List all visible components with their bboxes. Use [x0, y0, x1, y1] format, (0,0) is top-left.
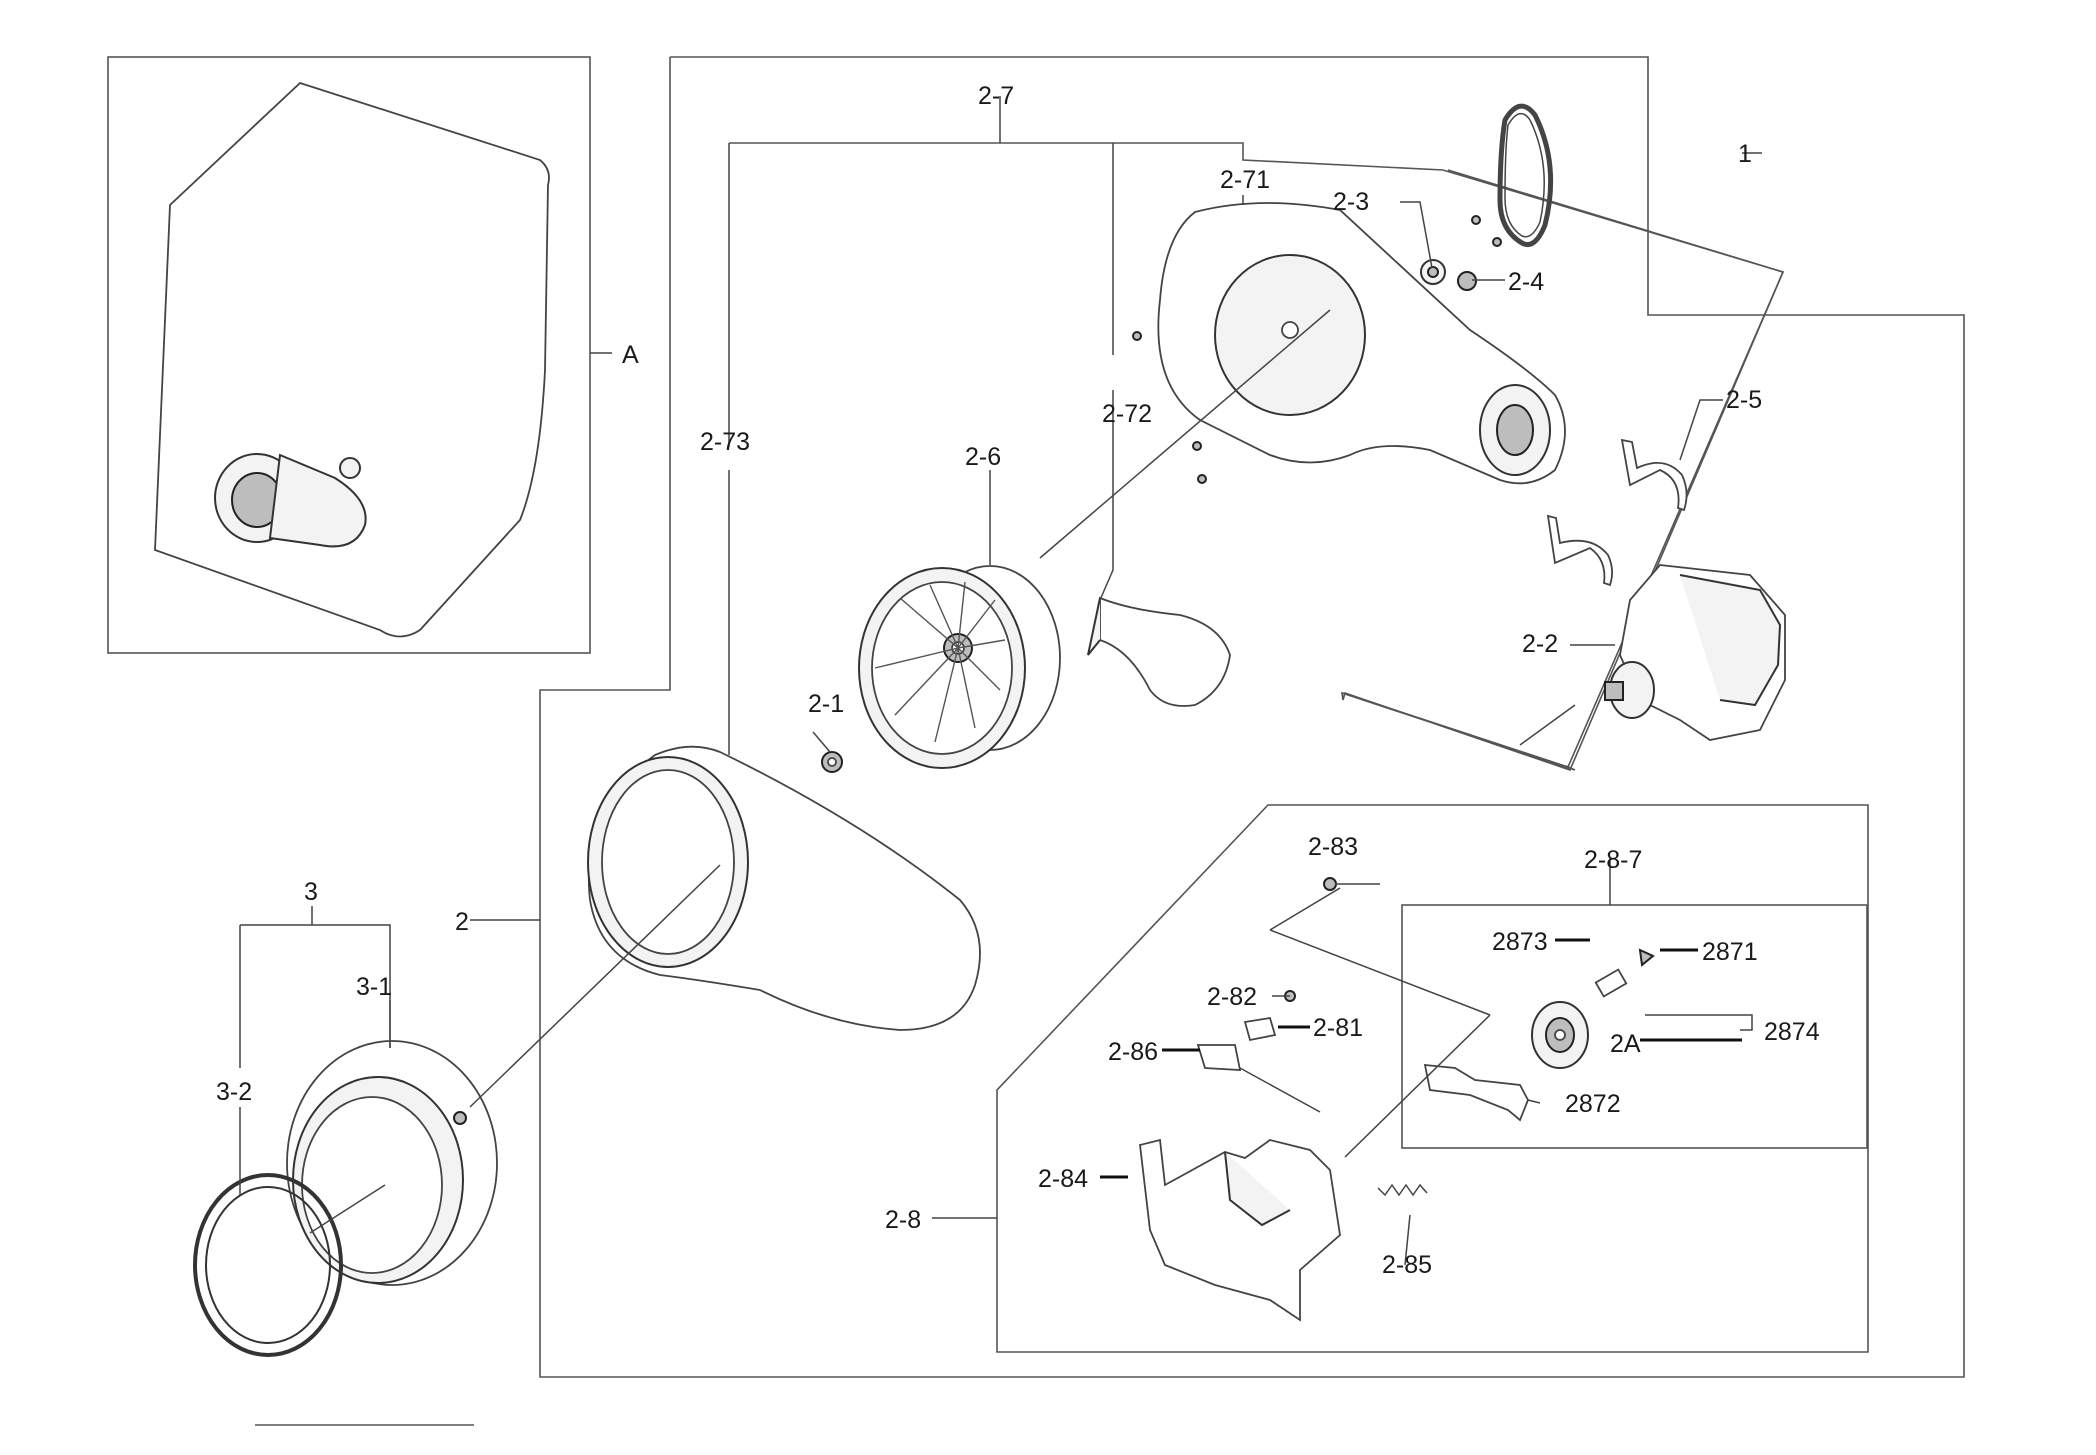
label-2873: 2873 [1492, 928, 1548, 956]
assembly-2-frame [539, 56, 1965, 1378]
part-2872-arm [1423, 1063, 1529, 1122]
assembly-a-frame [107, 56, 591, 654]
assembly-2-8-7-frame [1401, 904, 1868, 1149]
housing-screws [1132, 215, 1502, 484]
assembly-2-8-frame [996, 804, 1869, 1353]
rear-blower-housing-part [1157, 202, 1566, 485]
label-2: 2 [455, 908, 469, 936]
part-2-83-screw [1323, 877, 1337, 891]
label-2-3: 2-3 [1333, 188, 1369, 216]
label-2-81: 2-81 [1313, 1014, 1363, 1042]
label-3-2: 3-2 [216, 1078, 252, 1106]
label-3-1: 3-1 [356, 973, 392, 1001]
label-2A: 2A [1610, 1030, 1641, 1058]
part-3-2-seal [193, 1173, 343, 1357]
part-2-86-bracket [1196, 1044, 1242, 1071]
motor-group-outline [1342, 169, 1785, 768]
part-2-84-bracket [1139, 1138, 1341, 1322]
part-labels: A 1 2 2-1 2-2 2-3 2-4 2-5 2-6 2-7 2-71 2… [216, 82, 1820, 1279]
label-A: A [622, 341, 639, 369]
part-3-1-duct [286, 1040, 498, 1286]
part-2-2-motor [1604, 564, 1786, 741]
leader-lines [239, 96, 1762, 1266]
label-2-8: 2-8 [885, 1206, 921, 1234]
label-2872: 2872 [1565, 1090, 1621, 1118]
part-2-3-idler [1420, 259, 1446, 285]
belt-part [1497, 103, 1554, 247]
label-2-8-7: 2-8-7 [1584, 846, 1642, 874]
label-2-7: 2-7 [978, 82, 1014, 110]
label-2-73: 2-73 [700, 428, 750, 456]
label-3: 3 [304, 878, 318, 906]
label-2-72: 2-72 [1102, 400, 1152, 428]
part-2-5-clamps [1546, 438, 1688, 587]
label-2-82: 2-82 [1207, 983, 1257, 1011]
label-2-85: 2-85 [1382, 1251, 1432, 1279]
cabinet-illustration [154, 81, 550, 638]
label-2871: 2871 [1702, 938, 1758, 966]
label-2-84: 2-84 [1038, 1165, 1088, 1193]
label-2-86: 2-86 [1108, 1038, 1158, 1066]
label-2-83: 2-83 [1308, 833, 1358, 861]
part-2-1-nut [821, 751, 843, 773]
label-2874: 2874 [1764, 1018, 1820, 1046]
label-2-4: 2-4 [1508, 268, 1544, 296]
label-1: 1 [1738, 140, 1752, 168]
label-2-1: 2-1 [808, 690, 844, 718]
part-2-72-duct [1087, 596, 1231, 707]
label-2-71: 2-71 [1220, 166, 1270, 194]
part-2-4-nut [1457, 271, 1477, 291]
part-2-73-front-housing [587, 745, 981, 1031]
part-2-85-spring [1377, 1183, 1428, 1197]
part-2873-shaft [1594, 968, 1628, 998]
label-2-6: 2-6 [965, 443, 1001, 471]
part-2-81-arm [1243, 1016, 1277, 1042]
part-2a-pulley [1531, 1001, 1589, 1069]
part-2871-clip [1638, 948, 1655, 967]
label-2-5: 2-5 [1726, 386, 1762, 414]
label-2-2: 2-2 [1522, 630, 1558, 658]
part-2-6-impeller [858, 565, 1061, 769]
